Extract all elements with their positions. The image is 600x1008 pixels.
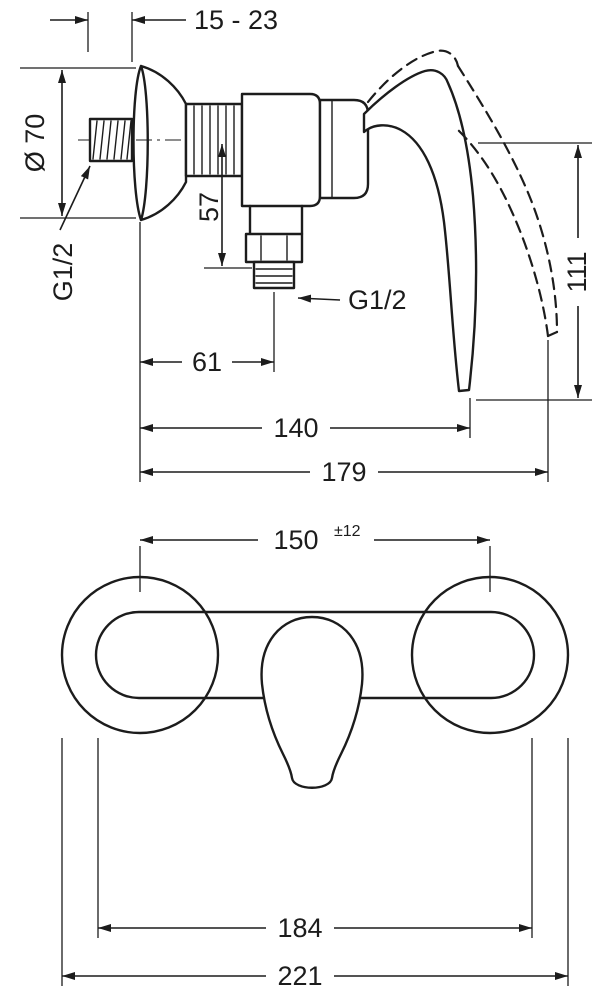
dim-body-width: 184 bbox=[97, 738, 533, 943]
inlet-pipe-thread bbox=[88, 117, 134, 163]
lever-handle-alt-position bbox=[366, 49, 559, 338]
label-inlet-thread: G1/2 bbox=[48, 165, 91, 302]
outlet-nut bbox=[244, 232, 304, 264]
dim-handle-height-label: 111 bbox=[562, 251, 592, 292]
dim-flange-diameter: Ø 70 bbox=[20, 67, 136, 219]
dim-outlet-offset-label: 61 bbox=[192, 347, 222, 377]
lever-handle bbox=[362, 69, 478, 393]
dim-depth-handle-label: 140 bbox=[273, 413, 318, 443]
dim-depth-total: 179 bbox=[140, 340, 549, 487]
dim-overall-width-label: 221 bbox=[277, 961, 322, 991]
cartridge-cap bbox=[318, 98, 370, 200]
label-outlet-thread: G1/2 bbox=[297, 285, 407, 315]
dim-outlet-drop: 57 bbox=[194, 144, 252, 269]
dim-overall-width: 221 bbox=[61, 738, 569, 991]
side-view: 15 - 23 Ø 70 G1/2 57 G1/2 bbox=[20, 5, 592, 487]
front-view: 150 ±12 184 221 bbox=[60, 523, 570, 991]
dim-center-distance: 150 ±12 bbox=[139, 523, 491, 592]
dim-center-tolerance-label: ±12 bbox=[334, 523, 361, 540]
wall-flange bbox=[132, 64, 188, 222]
lever-handle-front bbox=[260, 615, 364, 789]
mounting-nut bbox=[184, 102, 244, 178]
dim-body-width-label: 184 bbox=[277, 913, 322, 943]
inlet-thread-label: G1/2 bbox=[48, 243, 78, 302]
dim-outlet-offset: 61 bbox=[139, 222, 275, 482]
dim-depth-handle: 140 bbox=[140, 398, 471, 443]
dim-wall-range: 15 - 23 bbox=[50, 5, 278, 62]
right-escutcheon bbox=[410, 575, 570, 735]
left-escutcheon bbox=[60, 575, 220, 735]
dim-flange-diameter-label: Ø 70 bbox=[20, 114, 50, 173]
outlet-thread-stub bbox=[252, 260, 296, 290]
dim-outlet-drop-label: 57 bbox=[194, 192, 224, 222]
valve-body bbox=[240, 92, 322, 236]
dim-depth-total-label: 179 bbox=[321, 457, 366, 487]
dim-handle-height: 111 bbox=[476, 142, 592, 401]
dim-center-distance-label: 150 bbox=[273, 525, 318, 555]
outlet-thread-label: G1/2 bbox=[348, 285, 407, 315]
dim-wall-range-label: 15 - 23 bbox=[194, 5, 278, 35]
